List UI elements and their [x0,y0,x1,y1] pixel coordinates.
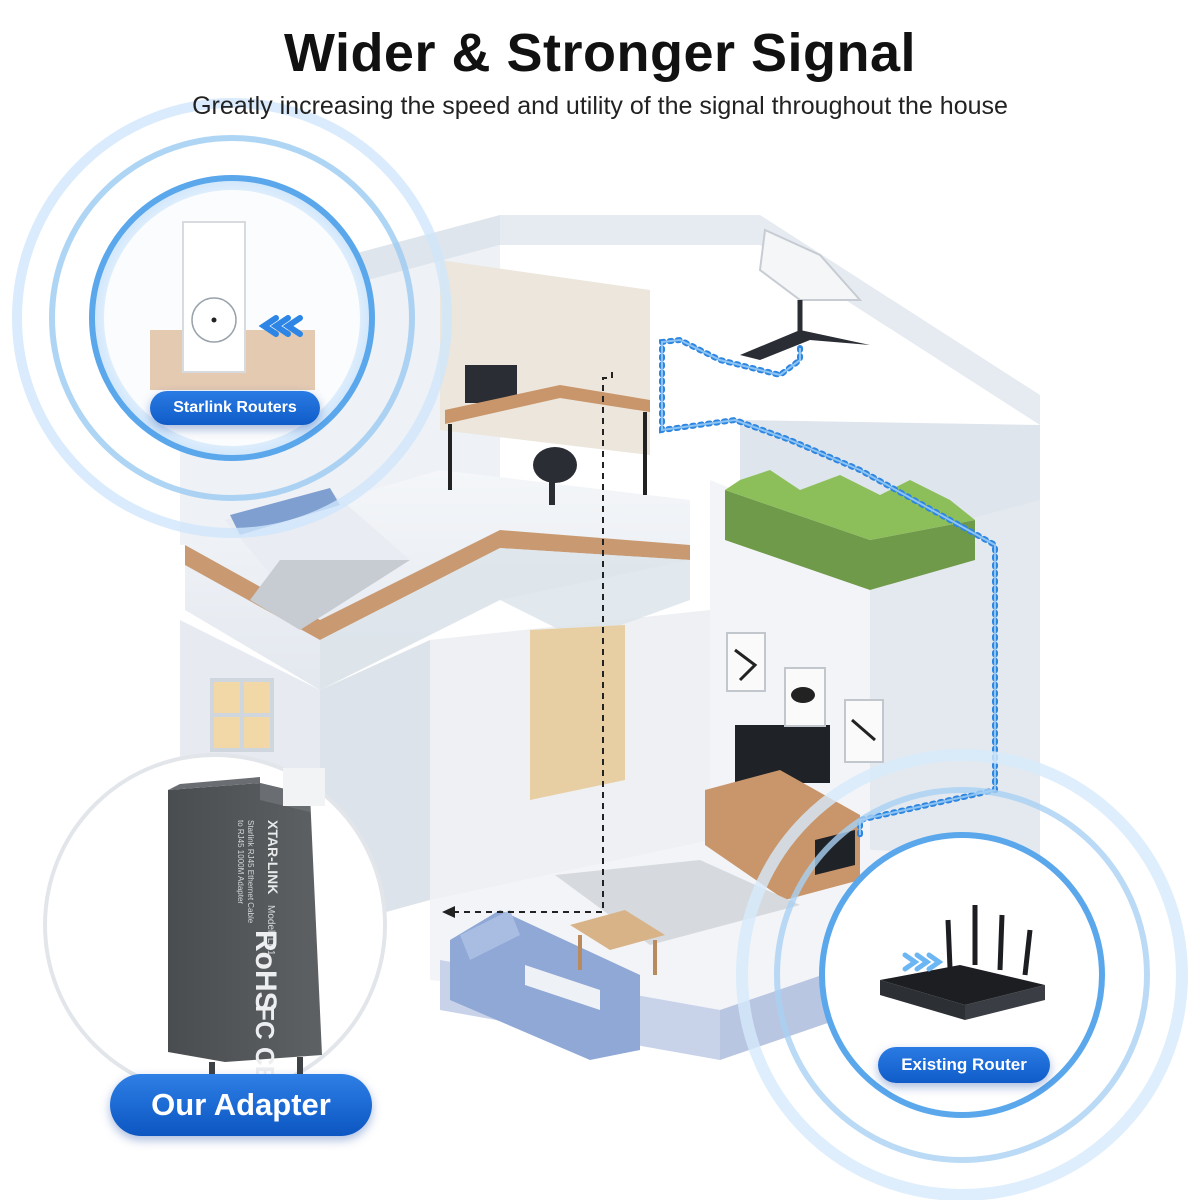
existing-router-callout [736,749,1188,1200]
existing-router-label: Existing Router [878,1047,1050,1083]
bed [225,488,410,630]
starlink-dish [740,228,870,360]
adapter-rohs-mark: RoHS [249,930,282,1012]
our-adapter-label: Our Adapter [110,1074,372,1136]
page-subtitle: Greatly increasing the speed and utility… [192,92,1008,120]
adapter-description-line-2: to RJ45 1000M Adapter [236,820,245,904]
page-title: Wider & Stronger Signal [283,23,917,83]
ethernet-cable-path [659,336,998,838]
adapter-brand-text: XTAR-LINK [265,820,281,894]
living-room-sofa [450,860,800,1060]
starlink-routers-label: Starlink Routers [150,391,320,425]
office-desk [445,365,650,505]
adapter-callout: XTAR-LINK Starlink RJ45 Ethernet Cable t… [43,753,387,1097]
adapter-fc-ce-mark: FC CE [250,1005,280,1083]
picture-frames [726,632,884,763]
starlink-router-callout [12,98,452,538]
adapter-description-line-1: Starlink RJ45 Ethernet Cable [246,820,255,924]
adapter-model-text: Model: LB1 [265,905,276,956]
signal-guide-line [442,372,613,918]
